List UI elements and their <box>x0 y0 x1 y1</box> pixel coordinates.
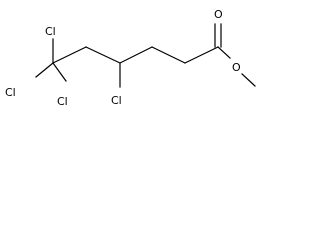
atom-label-layer: Cl Cl Cl Cl O O <box>5 8 241 108</box>
oxygen-atom-label: O <box>214 8 223 21</box>
bond-layer <box>35 23 256 88</box>
chlorine-atom-label: Cl <box>45 25 56 38</box>
bond-ccl3-cl-left <box>35 62 54 78</box>
bond-o-methyl <box>241 73 256 87</box>
oxygen-atom-label: O <box>232 61 241 74</box>
bond-ch2-chcl <box>85 46 121 64</box>
chemical-structure: Cl Cl Cl Cl O O <box>5 8 256 108</box>
bond-ccl3-cl-bottom <box>52 62 67 82</box>
chlorine-atom-label: Cl <box>57 95 68 108</box>
bond-ch2-carbonyl <box>184 46 219 64</box>
bond-carbonyl-o-ester <box>217 46 231 59</box>
chlorine-atom-label: Cl <box>5 86 16 99</box>
bond-ch2-ch2 <box>151 46 186 64</box>
chlorine-atom-label: Cl <box>111 94 122 107</box>
bond-chcl-ch2 <box>119 46 153 64</box>
bond-ccl3-ch2 <box>52 46 87 64</box>
